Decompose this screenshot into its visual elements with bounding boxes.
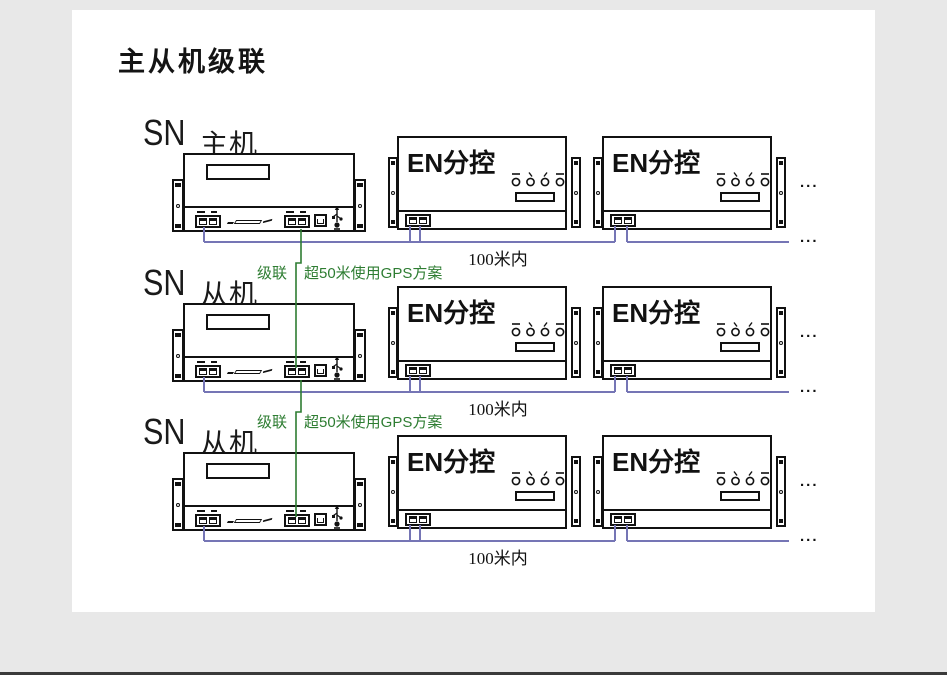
sn-slave-device-1 bbox=[172, 303, 366, 382]
port-strip bbox=[399, 210, 565, 228]
ellipsis-more-wire: ... bbox=[800, 528, 819, 545]
device-body: EN分控 bbox=[397, 286, 567, 380]
port-strip bbox=[604, 360, 770, 378]
device-body: EN分控 bbox=[602, 136, 772, 230]
rj45-dual-port bbox=[195, 365, 221, 378]
ribbon-connector-icon bbox=[233, 370, 263, 374]
mounting-bracket-icon bbox=[354, 329, 366, 382]
en-device-label: EN分控 bbox=[407, 447, 496, 477]
device-body: EN分控 bbox=[602, 286, 772, 380]
page-title: 主从机级联 bbox=[118, 47, 268, 77]
rj45-dual-port bbox=[405, 513, 431, 526]
ribbon-connector-icon bbox=[233, 220, 263, 224]
device-body bbox=[183, 303, 355, 382]
ellipsis-more-devices: ... bbox=[800, 174, 819, 191]
en-controller-device: EN分控 bbox=[388, 435, 581, 529]
en-controller-device: EN分控 bbox=[388, 286, 581, 380]
sn-master-device bbox=[172, 153, 366, 232]
lcd-screen bbox=[206, 314, 270, 330]
mounting-bracket-icon bbox=[354, 179, 366, 232]
en-device-label: EN分控 bbox=[612, 447, 701, 477]
sn-model-label: SN bbox=[143, 262, 186, 303]
rj45-dual-port bbox=[195, 215, 221, 228]
port-strip bbox=[399, 360, 565, 378]
device-body: EN分控 bbox=[397, 435, 567, 529]
connector-slot bbox=[720, 342, 760, 352]
rj45-cascade-port bbox=[284, 215, 310, 228]
port-strip bbox=[604, 509, 770, 527]
port-strip bbox=[185, 206, 353, 230]
rj45-cascade-port bbox=[284, 365, 310, 378]
ellipsis-more-wire: ... bbox=[800, 379, 819, 396]
mounting-bracket-icon bbox=[571, 307, 581, 378]
knob-icons bbox=[716, 322, 770, 337]
rj45-dual-port bbox=[610, 364, 636, 377]
distance-label: 100米内 bbox=[468, 250, 528, 269]
en-controller-device: EN分控 bbox=[593, 136, 786, 230]
mounting-bracket-icon bbox=[776, 456, 786, 527]
device-body: EN分控 bbox=[602, 435, 772, 529]
connector-slot bbox=[720, 491, 760, 501]
rj45-dual-port bbox=[610, 513, 636, 526]
distance-label: 100米内 bbox=[468, 549, 528, 568]
usb-icon bbox=[332, 356, 343, 380]
ribbon-connector-icon bbox=[233, 519, 263, 523]
rj45-dual-port bbox=[405, 364, 431, 377]
knob-icons bbox=[511, 172, 565, 187]
port-strip bbox=[399, 509, 565, 527]
port-strip bbox=[185, 505, 353, 529]
knob-icons bbox=[716, 172, 770, 187]
connector-slot bbox=[720, 192, 760, 202]
knob-icons bbox=[511, 471, 565, 486]
distance-label: 100米内 bbox=[468, 400, 528, 419]
cascade-note-prefix: 级联 bbox=[257, 414, 288, 431]
usb-icon bbox=[332, 505, 343, 529]
en-device-label: EN分控 bbox=[612, 148, 701, 178]
ellipsis-more-devices: ... bbox=[800, 324, 819, 341]
mounting-bracket-icon bbox=[571, 157, 581, 228]
en-controller-device: EN分控 bbox=[388, 136, 581, 230]
sn-slave-device-2 bbox=[172, 452, 366, 531]
mounting-bracket-icon bbox=[354, 478, 366, 531]
knob-icons bbox=[716, 471, 770, 486]
cascade-note-prefix: 级联 bbox=[257, 265, 288, 282]
en-device-label: EN分控 bbox=[612, 298, 701, 328]
port-strip bbox=[604, 210, 770, 228]
bottom-border bbox=[0, 672, 947, 675]
connector-slot bbox=[515, 192, 555, 202]
lcd-screen bbox=[206, 463, 270, 479]
device-body bbox=[183, 452, 355, 531]
rj45-cascade-port bbox=[284, 514, 310, 527]
en-controller-device: EN分控 bbox=[593, 286, 786, 380]
mounting-bracket-icon bbox=[571, 456, 581, 527]
sn-model-label: SN bbox=[143, 112, 186, 153]
cascade-note-suffix: 超50米使用GPS方案 bbox=[304, 265, 443, 282]
rj45-dual-port bbox=[195, 514, 221, 527]
ellipsis-more-devices: ... bbox=[800, 473, 819, 490]
usb-icon bbox=[332, 206, 343, 230]
knob-icons bbox=[511, 322, 565, 337]
connector-slot bbox=[515, 491, 555, 501]
rj45-dual-port bbox=[405, 214, 431, 227]
cascade-note-suffix: 超50米使用GPS方案 bbox=[304, 414, 443, 431]
device-body: EN分控 bbox=[397, 136, 567, 230]
en-controller-device: EN分控 bbox=[593, 435, 786, 529]
mounting-bracket-icon bbox=[776, 307, 786, 378]
rj45-single-port bbox=[314, 513, 327, 526]
port-strip bbox=[185, 356, 353, 380]
en-device-label: EN分控 bbox=[407, 148, 496, 178]
device-body bbox=[183, 153, 355, 232]
en-device-label: EN分控 bbox=[407, 298, 496, 328]
rj45-single-port bbox=[314, 214, 327, 227]
rj45-single-port bbox=[314, 364, 327, 377]
rj45-dual-port bbox=[610, 214, 636, 227]
ellipsis-more-wire: ... bbox=[800, 229, 819, 246]
connector-slot bbox=[515, 342, 555, 352]
sn-model-label: SN bbox=[143, 411, 186, 452]
lcd-screen bbox=[206, 164, 270, 180]
mounting-bracket-icon bbox=[776, 157, 786, 228]
